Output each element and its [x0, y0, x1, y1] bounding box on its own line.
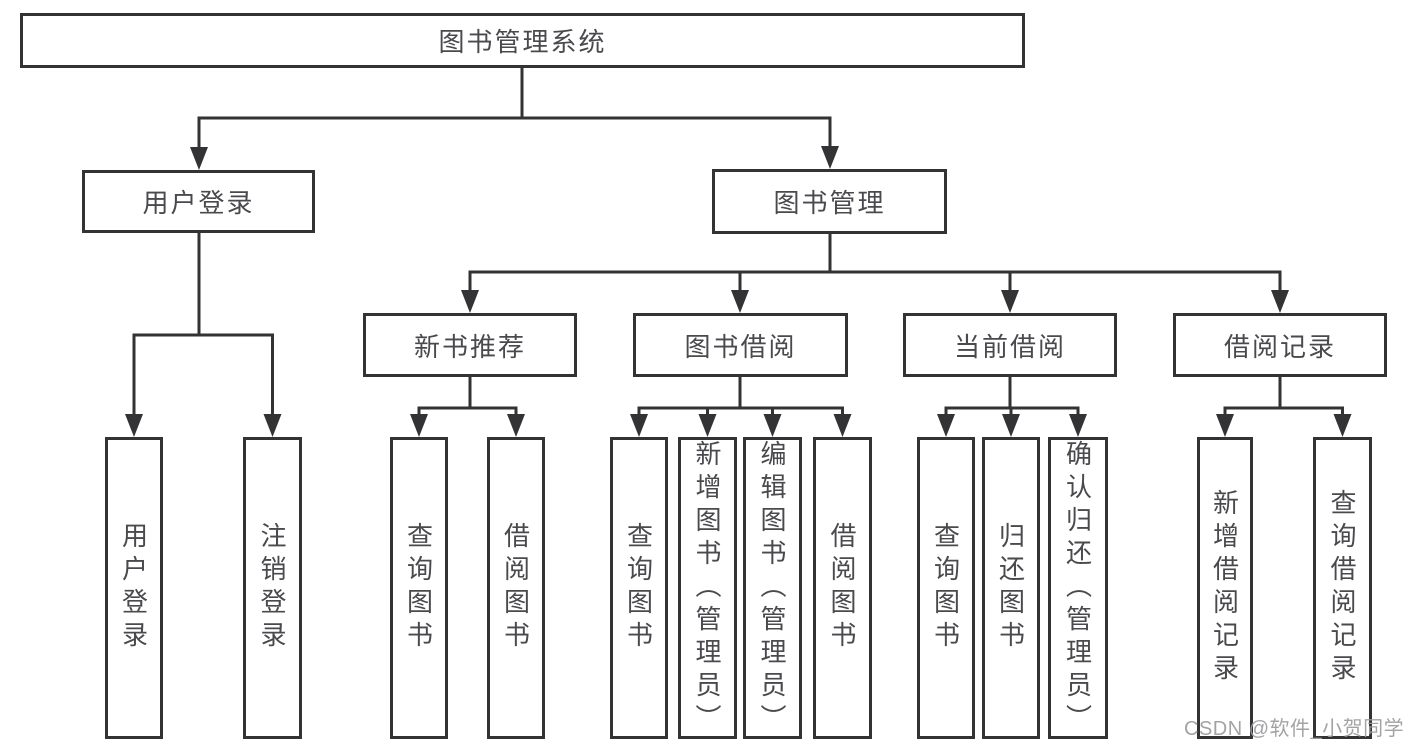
node-root: 图书管理系统	[20, 13, 1025, 68]
leaf-add-books-admin-label: 新增图书（管理员）	[692, 439, 722, 737]
node-book-borrowing: 图书借阅	[633, 313, 848, 377]
leaf-logout-login: 注销登录	[243, 437, 302, 739]
leaf-query-books-label: 查询图书	[403, 522, 434, 654]
leaf-borrow-books-label: 借阅图书	[500, 522, 531, 654]
node-current-borrowing: 当前借阅	[903, 313, 1117, 377]
node-book-management: 图书管理	[712, 169, 947, 234]
leaf-user-login: 用户登录	[105, 437, 163, 739]
leaf-borrow-books: 借阅图书	[487, 437, 545, 739]
leaf-add-borrow-record: 新增借阅记录	[1197, 437, 1253, 739]
leaf-borrow-books: 借阅图书	[813, 437, 872, 739]
leaf-query-borrow-record-label: 查询借阅记录	[1327, 489, 1357, 687]
leaf-add-borrow-record-label: 新增借阅记录	[1209, 489, 1240, 687]
leaf-logout-login-label: 注销登录	[257, 522, 287, 654]
leaf-borrow-books-label: 借阅图书	[827, 522, 857, 654]
leaf-add-books-admin: 新增图书（管理员）	[678, 437, 737, 739]
leaf-confirm-return-admin-label: 确认归还（管理员）	[1062, 439, 1093, 737]
node-user-login: 用户登录	[82, 170, 315, 233]
leaf-query-books: 查询图书	[390, 437, 448, 739]
leaf-return-books-label: 归还图书	[995, 522, 1026, 654]
csdn-watermark: CSDN @软件_小贺同学	[1184, 718, 1405, 740]
leaf-query-borrow-record: 查询借阅记录	[1313, 437, 1372, 739]
leaf-confirm-return-admin: 确认归还（管理员）	[1048, 437, 1108, 739]
leaf-edit-books-admin: 编辑图书（管理员）	[743, 437, 802, 739]
leaf-query-books: 查询图书	[610, 437, 668, 739]
node-new-book-recommendation: 新书推荐	[363, 313, 577, 377]
leaf-return-books: 归还图书	[982, 437, 1040, 739]
leaf-user-login-label: 用户登录	[118, 522, 149, 654]
node-borrowing-records: 借阅记录	[1173, 313, 1387, 377]
leaf-edit-books-admin-label: 编辑图书（管理员）	[757, 439, 787, 737]
leaf-query-books-label: 查询图书	[623, 522, 654, 654]
leaf-query-books: 查询图书	[917, 437, 975, 739]
leaf-query-books-label: 查询图书	[930, 522, 961, 654]
